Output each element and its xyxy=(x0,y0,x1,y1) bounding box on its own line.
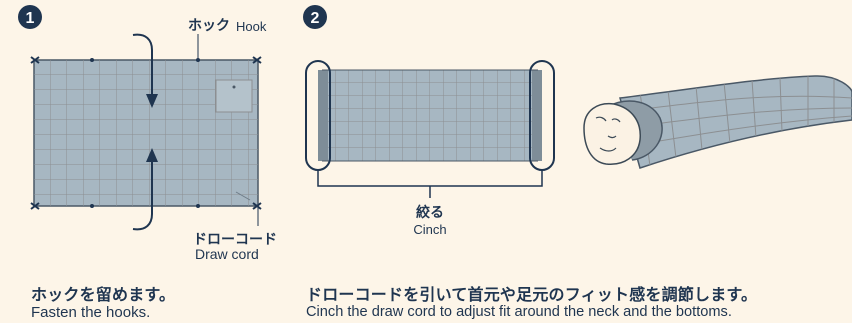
hook-label-en: Hook xyxy=(236,19,267,34)
open-sleeping-bag xyxy=(30,56,262,210)
instruction-illustration: 1 ホック Hook ドローコード 2 xyxy=(18,5,852,247)
hook-dot xyxy=(196,204,200,208)
person-face xyxy=(583,102,641,165)
step2-number: 2 xyxy=(311,10,320,27)
step1-caption-jp: ホックを留めます。 xyxy=(31,287,176,304)
hook-dot xyxy=(90,204,94,208)
corner-stopper xyxy=(252,202,262,210)
step1-badge: 1 xyxy=(18,5,42,29)
fold-up-arrow xyxy=(132,148,158,231)
cinched-end-left xyxy=(318,70,328,161)
drawcord-label-jp: ドローコード xyxy=(193,231,277,247)
step2-caption-jp: ドローコードを引いて首元や足元のフィット感を調節します。 xyxy=(306,287,758,304)
step2-badge-circle xyxy=(303,5,327,29)
corner-stopper xyxy=(30,56,40,64)
step1-caption-en: Fasten the hooks. xyxy=(31,304,151,321)
pocket-snap xyxy=(232,85,236,89)
face-features xyxy=(595,116,621,152)
hook-dot xyxy=(90,58,94,62)
corner-stopper xyxy=(30,202,40,210)
step1-badge-circle xyxy=(18,5,42,29)
bag-pocket xyxy=(215,79,253,113)
step1-number: 1 xyxy=(26,10,35,27)
hook-label-jp: ホック xyxy=(188,17,230,33)
bag2-grid xyxy=(322,70,538,161)
corner-stopper xyxy=(252,56,262,64)
fold-down-arrow xyxy=(132,33,158,108)
drawcord-label-en: Draw cord xyxy=(195,246,259,262)
step2-caption-en: Cinch the draw cord to adjust fit around… xyxy=(306,304,732,320)
cinch-label-en: Cinch xyxy=(413,222,446,237)
cinched-sleeping-bag xyxy=(318,69,542,162)
step2-badge: 2 xyxy=(303,5,327,29)
cinch-bracket xyxy=(317,170,543,198)
mummy-bag-body xyxy=(619,75,852,169)
cinched-end-right xyxy=(532,70,542,161)
fold-line xyxy=(235,191,251,201)
hook-dot xyxy=(196,58,200,62)
cinch-label-jp: 絞る xyxy=(416,204,444,220)
person-in-bag xyxy=(583,75,852,169)
